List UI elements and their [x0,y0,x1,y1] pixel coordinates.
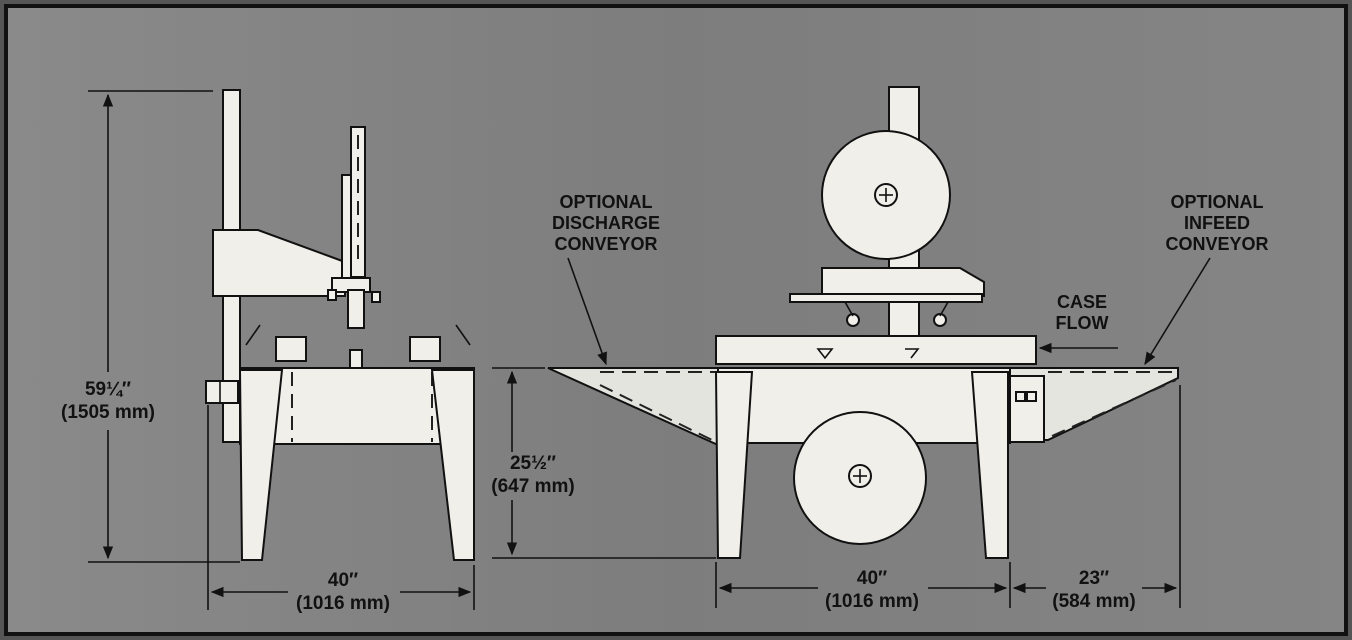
side-block-right [409,336,441,362]
drawing-frame [4,4,1348,636]
bed-height-metric: (647 mm) [491,476,574,497]
side-width-label: 40″ [328,570,358,591]
front-width-metric: (1016 mm) [825,591,919,612]
discharge-label-3: CONVEYOR [554,234,657,254]
side-center-post [349,349,363,369]
side-block-left [275,336,307,362]
roller-arm-right [939,301,949,317]
bed-height-label: 25½″ [510,453,556,474]
case-flow-label-1: CASE [1057,292,1107,312]
discharge-label-2: DISCHARGE [552,213,660,233]
discharge-leader [567,257,607,366]
infeed-length-metric: (584 mm) [1052,591,1135,612]
infeed-label-1: OPTIONAL [1171,192,1264,212]
front-view: 25½″ (647 mm) 40″ (1016 mm) 23″ (584 mm)… [491,86,1269,612]
front-roller-right [933,313,947,327]
case-box [715,335,1037,365]
front-leg-right [970,371,1009,559]
front-width-label: 40″ [857,568,887,589]
side-bracket-pin [327,289,337,301]
roller-arm-left [844,301,854,317]
side-guide-left [245,324,261,346]
front-head-housing [821,267,985,297]
lower-roll-hub-icon [848,464,872,488]
discharge-label-1: OPTIONAL [560,192,653,212]
side-adjuster-rail-2 [341,174,352,286]
front-roller-left [846,313,860,327]
front-head-plate [789,293,983,303]
case-flow-label-2: FLOW [1056,313,1109,333]
side-height-label: 59¼″ [85,379,131,400]
upper-roll-hub-icon [874,183,898,207]
side-roller-arm [347,289,365,329]
infeed-label-3: CONVEYOR [1165,234,1268,254]
case-marker-right [905,348,920,359]
infeed-leader [1144,257,1211,366]
side-leg-left [238,369,284,561]
infeed-label-2: INFEED [1184,213,1250,233]
infeed-dash-bottom [1051,379,1177,437]
control-switch-1 [1015,391,1026,402]
front-control-box [1009,375,1045,443]
control-switch-2 [1026,391,1037,402]
front-leg-left [714,371,754,559]
side-guide-right [455,324,471,346]
side-control-box [205,380,239,404]
side-view: 59¼″ (1505 mm) 40″ (1016 mm) [61,89,475,614]
side-height-metric: (1505 mm) [61,402,155,423]
side-width-metric: (1016 mm) [296,593,390,614]
side-bracket-pin-2 [371,291,381,303]
side-leg-right [430,369,475,561]
infeed-length-label: 23″ [1079,568,1109,589]
case-marker-left [816,348,834,360]
